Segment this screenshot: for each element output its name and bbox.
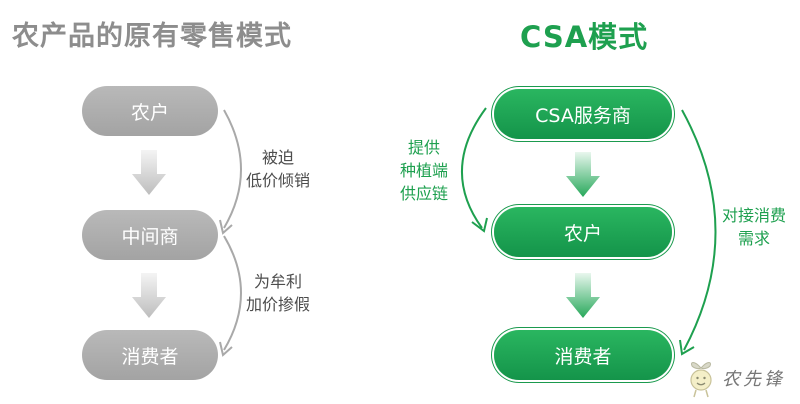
node-label: 农户 xyxy=(130,101,169,124)
note-line: 对接消费 xyxy=(721,206,786,225)
down-arrow-icon xyxy=(132,150,166,195)
down-arrow-icon xyxy=(132,273,166,318)
node-label: 消费者 xyxy=(554,345,612,368)
node-label: CSA服务商 xyxy=(535,104,631,127)
note-line: 需求 xyxy=(737,229,770,248)
note-line: 为牟利 xyxy=(253,272,302,291)
note-line: 种植端 xyxy=(399,161,448,180)
note-markup-adulteration: 为牟利 加价掺假 xyxy=(238,270,318,316)
note-forced-low-price: 被迫 低价倾销 xyxy=(238,146,318,192)
node-consumer-left: 消费者 xyxy=(82,330,218,380)
node-farmer-left: 农户 xyxy=(82,86,218,136)
smiling-sprout-mascot-icon xyxy=(690,362,712,398)
node-label: 消费者 xyxy=(121,345,179,368)
note-line: 被迫 xyxy=(261,148,294,167)
node-middleman-left: 中间商 xyxy=(82,210,218,260)
left-panel-title: 农产品的原有零售模式 xyxy=(12,21,292,52)
watermark: 农先锋 xyxy=(686,358,785,398)
note-line: 提供 xyxy=(407,138,440,157)
node-consumer-right: 消费者 xyxy=(494,330,672,380)
node-label: 农户 xyxy=(563,222,602,245)
note-line: 供应链 xyxy=(399,184,448,203)
note-line: 低价倾销 xyxy=(245,171,310,190)
note-consumer-demand: 对接消费 需求 xyxy=(712,204,796,250)
right-panel-title: CSA模式 xyxy=(520,20,649,54)
down-arrow-icon xyxy=(566,152,600,197)
node-csa-provider: CSA服务商 xyxy=(494,89,672,139)
node-farmer-right: 农户 xyxy=(494,207,672,257)
watermark-text: 农先锋 xyxy=(722,369,785,390)
node-label: 中间商 xyxy=(121,225,179,248)
down-arrow-icon xyxy=(566,273,600,318)
note-line: 加价掺假 xyxy=(245,295,310,314)
note-supply-chain: 提供 种植端 供应链 xyxy=(388,136,460,205)
